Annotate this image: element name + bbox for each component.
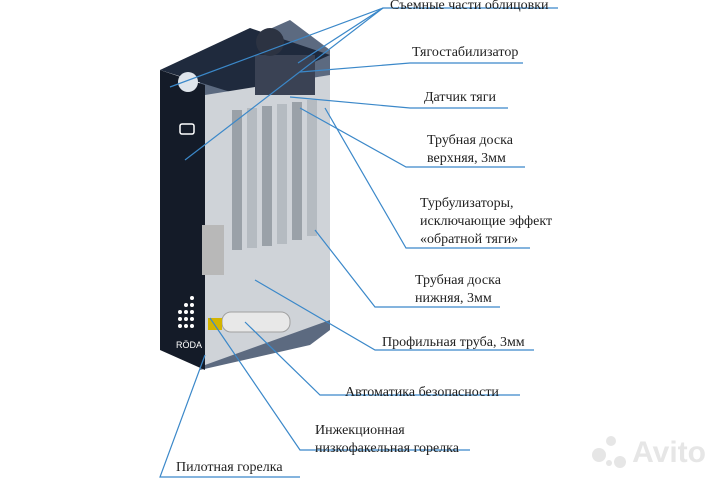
- lower-tube-sheet-line1: Трубная доска: [415, 273, 501, 288]
- safety-valve: [202, 225, 224, 275]
- flue-pipe: [256, 28, 284, 56]
- top-knob: [178, 72, 198, 92]
- heat-exchanger: [232, 100, 317, 250]
- pilot-connector: [208, 318, 222, 330]
- leader-lines: [159, 7, 558, 478]
- label-turbulators: Турбулизаторы, исключающие эффект «обрат…: [420, 195, 552, 249]
- casing-top: [160, 28, 330, 95]
- turbulators-line3: «обратной тяги»: [420, 232, 519, 247]
- label-safety-automatics: Автоматика безопасности: [345, 385, 499, 400]
- vent-grille: [178, 296, 194, 328]
- brand-text: RÖDA: [176, 340, 202, 350]
- label-pilot-burner: Пилотная горелка: [176, 460, 283, 475]
- label-draft-stabilizer: Тягостабилизатор: [412, 45, 519, 60]
- label-draft-sensor: Датчик тяги: [424, 90, 496, 105]
- label-upper-tube-sheet: Трубная доска верхняя, 3мм: [427, 132, 513, 168]
- lower-tube-sheet-line2: нижняя, 3мм: [415, 291, 492, 306]
- label-removable-panels: Съемные части облицовки: [390, 0, 549, 13]
- avito-logo-icon: [592, 436, 627, 470]
- burner-tube: [221, 311, 291, 333]
- avito-watermark-text: Avito: [632, 436, 706, 469]
- label-injection-burner: Инжекционная низкофакельная горелка: [315, 422, 459, 458]
- upper-tube-sheet-line1: Трубная доска: [427, 133, 513, 148]
- avito-watermark: Avito: [592, 436, 706, 470]
- injection-burner-line2: низкофакельная горелка: [315, 441, 459, 456]
- label-profile-pipe: Профильная труба, 3мм: [382, 335, 525, 350]
- label-lower-tube-sheet: Трубная доска нижняя, 3мм: [415, 272, 501, 308]
- upper-tube-sheet-line2: верхняя, 3мм: [427, 151, 506, 166]
- draft-stabilizer-box: [255, 55, 315, 95]
- front-badge-icon: [179, 123, 195, 135]
- casing-front: [160, 70, 205, 370]
- injection-burner-line1: Инжекционная: [315, 423, 405, 438]
- turbulators-line2: исключающие эффект: [420, 214, 553, 229]
- turbulators-line1: Турбулизаторы,: [420, 196, 514, 211]
